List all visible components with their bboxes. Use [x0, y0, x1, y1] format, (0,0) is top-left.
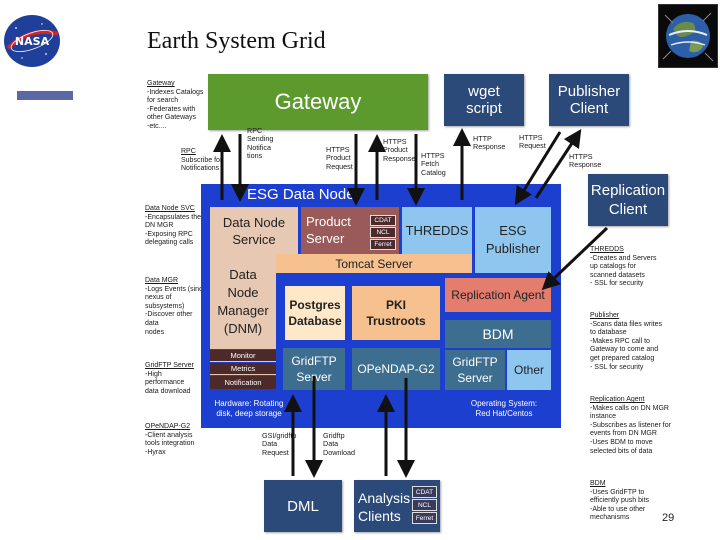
os-box: Operating System:Red Hat/Centos	[462, 396, 546, 422]
metrics-box: Metrics	[210, 363, 276, 375]
ferret-tool: Ferret	[370, 239, 396, 250]
bdm-box: BDM	[445, 320, 551, 348]
globe-image	[658, 4, 718, 68]
note-replication-agent: Replication Agent -Makes calls on DN MGR…	[590, 396, 671, 455]
arrow-replication	[541, 226, 609, 291]
thredds-box: THREDDS	[402, 207, 472, 254]
arrow-publisher-request	[514, 131, 562, 206]
ncl-tool: NCL	[370, 227, 396, 238]
slide-title: Earth System Grid	[147, 28, 326, 54]
arrow-publisher-response	[534, 128, 582, 199]
nasa-logo-text: NASA	[15, 35, 50, 48]
nasa-logo: NASA	[2, 14, 62, 68]
replication-agent-box: Replication Agent	[445, 278, 551, 312]
opendap-box: OPeNDAP-G2	[352, 348, 440, 390]
ac-ncl-tool: NCL	[412, 499, 437, 511]
dml-box: DML	[264, 480, 342, 532]
other-box: Other	[507, 350, 551, 390]
cdat-tool: CDAT	[370, 215, 396, 226]
page-number: 29	[662, 512, 675, 524]
gateway-box: Gateway	[208, 74, 428, 130]
ac-cdat-tool: CDAT	[412, 486, 437, 498]
notification-box: Notification	[210, 376, 276, 389]
esg-data-node-title: ESG Data Node	[247, 186, 355, 203]
title-accent-bar	[17, 91, 73, 100]
monitor-box: Monitor	[210, 350, 276, 362]
ac-ferret-tool: Ferret	[412, 512, 437, 524]
tomcat-server-box: Tomcat Server	[276, 254, 472, 273]
